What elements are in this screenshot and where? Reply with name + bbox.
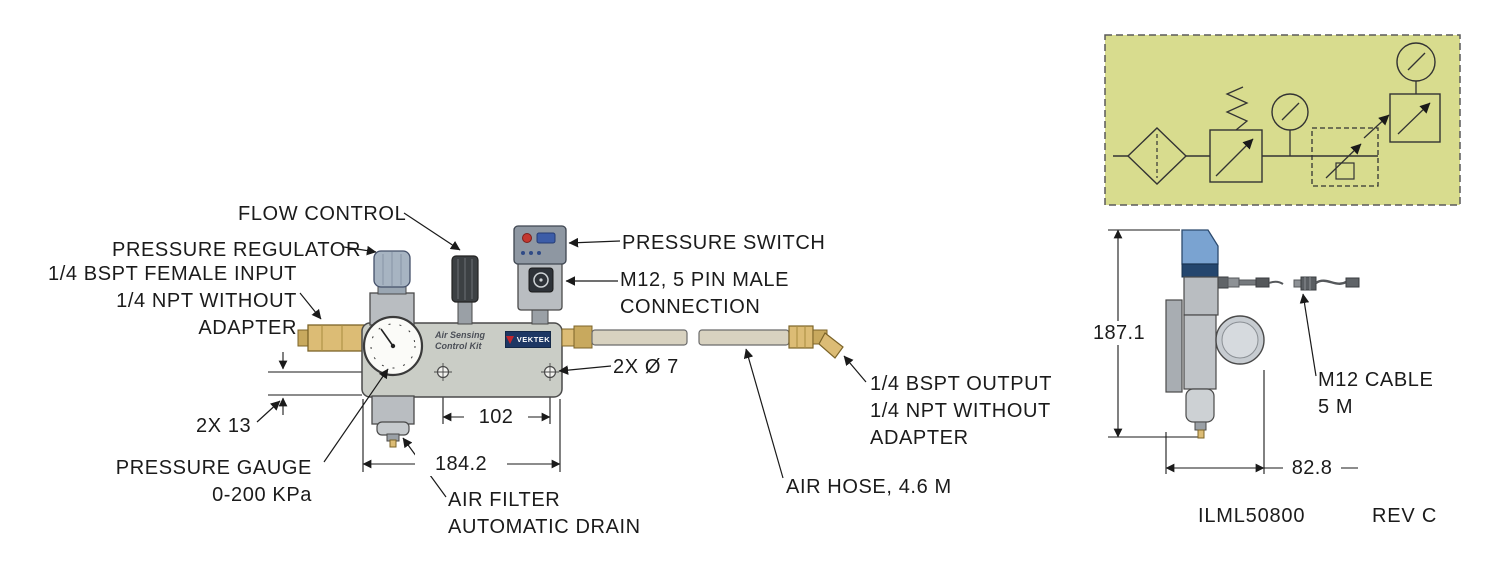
label-m12-cable: M12 CABLE 5 M	[1318, 367, 1433, 421]
pressure-switch-symbol-icon	[1363, 93, 1441, 143]
pressure-switch-part	[513, 225, 567, 325]
label-output-line2: 1/4 NPT WITHOUT	[870, 400, 1051, 422]
label-pressure-regulator: PRESSURE REGULATOR	[112, 239, 362, 261]
side-gauge	[1215, 315, 1265, 365]
leader-pressure-regulator	[343, 245, 377, 256]
label-pressure-gauge-line2: 0-200 KPa	[212, 484, 312, 506]
label-m12-connection: M12, 5 PIN MALE CONNECTION	[620, 267, 789, 321]
hose-end-fitting	[788, 325, 844, 359]
label-output-line1: 1/4 BSPT OUTPUT	[870, 373, 1053, 395]
mounting-hole-left	[434, 363, 452, 381]
device-label-line1: Air Sensing	[435, 330, 486, 340]
leader-lines	[256, 212, 1317, 498]
label-air-filter-line2: AUTOMATIC DRAIN	[448, 516, 641, 538]
label-output: 1/4 BSPT OUTPUT 1/4 NPT WITHOUT ADAPTER	[870, 371, 1052, 452]
label-m12-cable-line2: 5 M	[1318, 396, 1354, 418]
leader-hole-offset	[256, 400, 281, 423]
side-regulator-body	[1183, 276, 1219, 316]
filter-symbol-icon	[1126, 127, 1188, 185]
leader-pressure-gauge	[323, 368, 389, 463]
pressure-gauge-part	[362, 315, 424, 377]
label-m12-cable-line1: M12 CABLE	[1318, 369, 1434, 391]
dimension-lines	[268, 229, 1358, 474]
dim-holes: 2X Ø 7	[613, 356, 679, 378]
side-pressure-switch	[1181, 229, 1219, 278]
side-mounting-bracket	[1165, 299, 1183, 393]
input-fitting	[297, 324, 365, 352]
label-air-filter: AIR FILTER AUTOMATIC DRAIN	[448, 487, 641, 541]
pressure-regulator-part	[369, 250, 415, 326]
leader-pressure-switch	[568, 237, 621, 248]
switch-display	[536, 232, 556, 244]
front-view	[297, 225, 844, 448]
leader-holes	[558, 365, 612, 375]
schematic-panel	[1104, 34, 1461, 206]
leader-m12-cable	[1299, 293, 1317, 377]
vektek-logo: VEKTEK	[505, 331, 551, 348]
m12-cable-assembly	[1293, 276, 1360, 291]
leader-air-hose	[743, 348, 784, 479]
switch-red-indicator	[522, 233, 532, 243]
label-flow-control: FLOW CONTROL	[238, 203, 407, 225]
gauge-symbol-icon	[1271, 93, 1309, 156]
air-hose-part	[591, 329, 790, 346]
flow-control-symbol-icon	[1311, 127, 1379, 187]
label-pressure-switch: PRESSURE SWITCH	[622, 232, 826, 254]
dim-body-width: 184.2	[415, 452, 507, 476]
label-input-line3: ADAPTER	[198, 317, 297, 339]
label-input: 1/4 BSPT FEMALE INPUT 1/4 NPT WITHOUT AD…	[25, 261, 297, 342]
dim-depth: 82.8	[1283, 456, 1341, 480]
regulator-symbol-icon	[1209, 86, 1263, 183]
vektek-logo-text: VEKTEK	[516, 335, 551, 344]
leader-input	[299, 292, 322, 320]
revision: REV C	[1372, 505, 1438, 527]
label-pressure-gauge: PRESSURE GAUGE 0-200 KPa	[90, 455, 312, 509]
leader-flow-control	[403, 212, 461, 251]
side-switch-cable-connector	[1217, 276, 1284, 289]
side-air-filter	[1183, 314, 1217, 439]
label-input-line2: 1/4 NPT WITHOUT	[116, 290, 297, 312]
label-air-hose: AIR HOSE, 4.6 M	[786, 476, 952, 498]
label-input-line1: 1/4 BSPT FEMALE INPUT	[48, 263, 297, 285]
mounting-hole-right	[541, 363, 559, 381]
label-output-line3: ADAPTER	[870, 427, 969, 449]
label-air-filter-line1: AIR FILTER	[448, 489, 561, 511]
label-m12-line1: M12, 5 PIN MALE	[620, 269, 790, 291]
leader-output	[843, 355, 867, 383]
dim-height: 187.1	[1086, 321, 1152, 345]
label-pressure-gauge-line1: PRESSURE GAUGE	[115, 457, 312, 479]
output-fitting	[561, 325, 593, 349]
air-filter-part	[371, 395, 415, 448]
flow-control-knob	[451, 255, 479, 325]
vektek-logo-mark-icon	[505, 335, 514, 344]
device-label-line2: Control Kit	[435, 340, 482, 351]
device-label: Air Sensing Control Kit	[435, 330, 485, 351]
label-m12-line2: CONNECTION	[620, 296, 761, 318]
dim-hole-spacing: 102	[464, 405, 528, 429]
part-number: ILML50800	[1198, 505, 1306, 527]
side-view	[1165, 229, 1360, 439]
dim-hole-offset: 2X 13	[196, 415, 252, 437]
gauge-symbol-2-icon	[1396, 42, 1436, 94]
